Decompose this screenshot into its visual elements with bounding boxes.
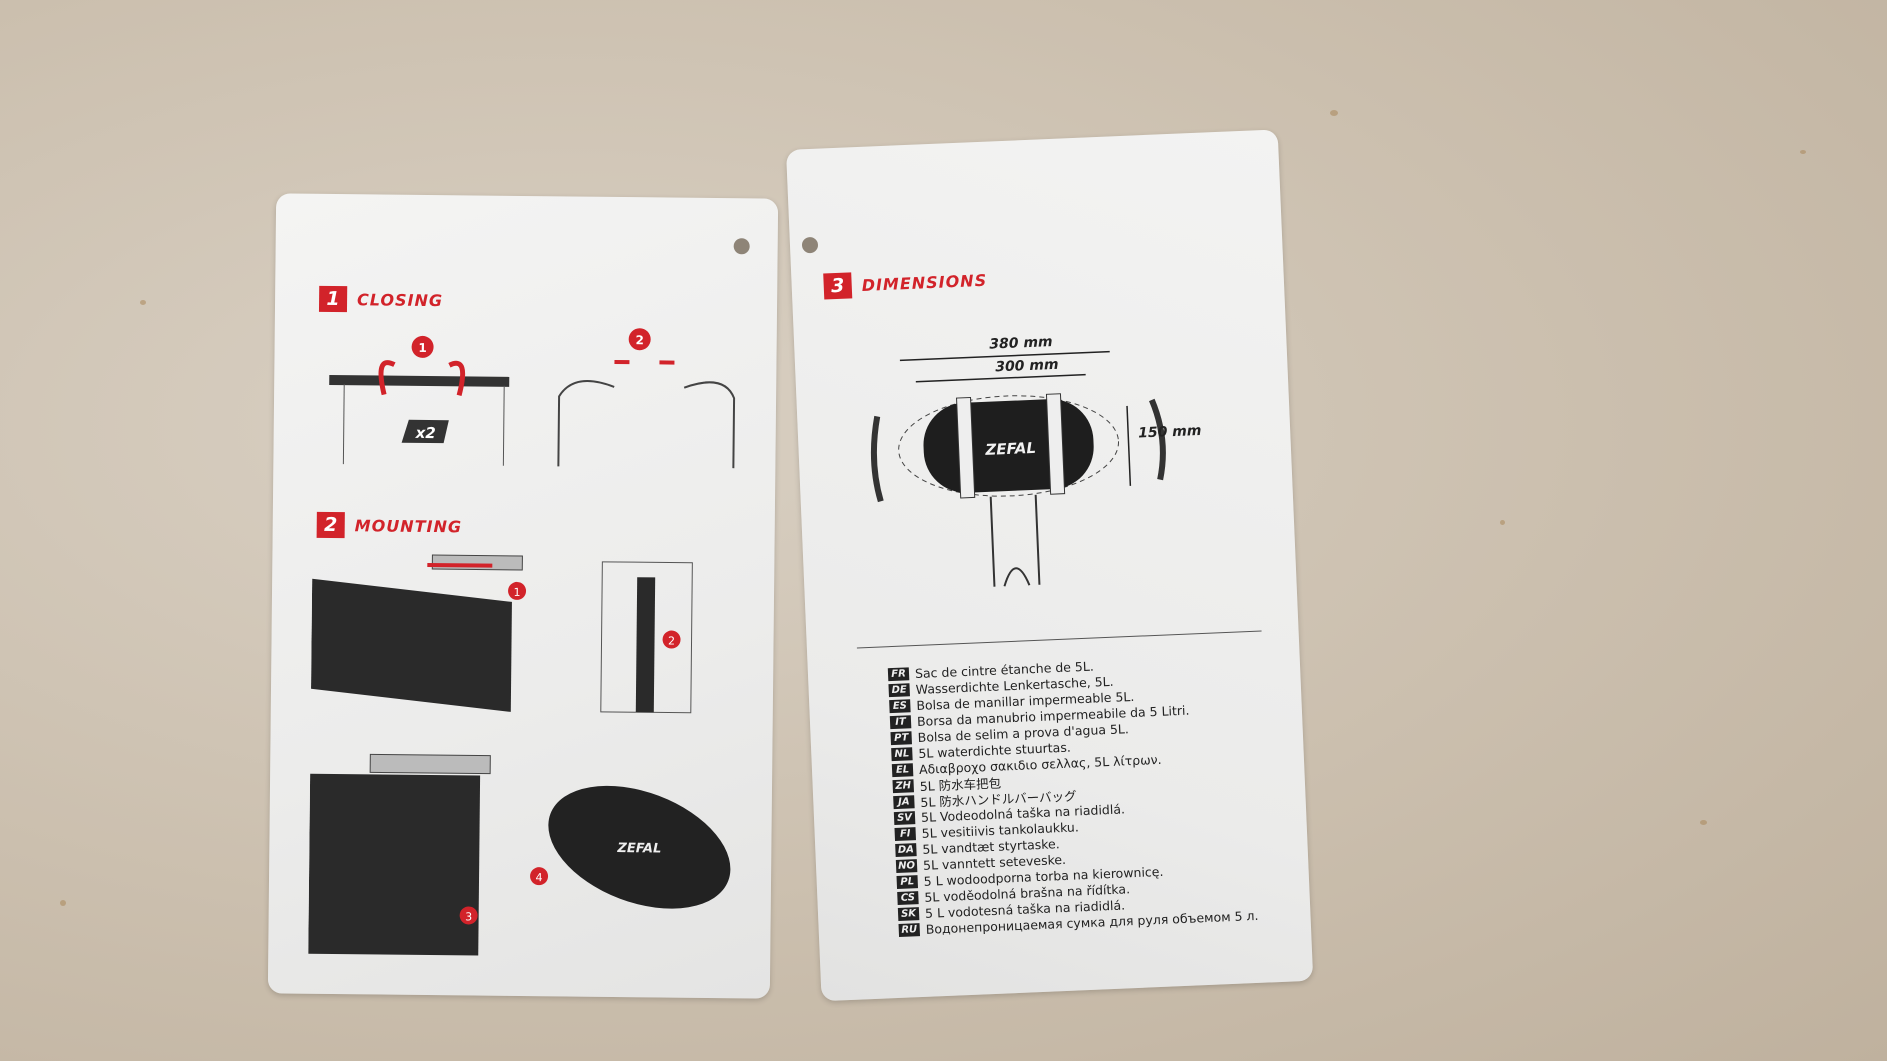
dimensions-diagram: ZEFAL: [870, 350, 1166, 587]
instruction-card-right: 3 DIMENSIONS ZEFAL 380 mm 300 mm 150 mm …: [786, 129, 1314, 1002]
svg-text:4: 4: [535, 871, 542, 884]
language-code: RU: [898, 922, 921, 937]
svg-text:2: 2: [635, 333, 644, 347]
language-code: ZH: [892, 778, 914, 793]
speck: [1500, 520, 1505, 525]
language-code: JA: [893, 794, 915, 809]
language-code: SK: [897, 906, 920, 921]
section-title: CLOSING: [356, 289, 444, 310]
language-code: DA: [895, 842, 917, 857]
dimensions-heading: 3 DIMENSIONS: [823, 267, 987, 300]
speck: [60, 900, 66, 906]
language-code: DE: [888, 682, 910, 697]
svg-text:3: 3: [465, 910, 472, 923]
mounting-illustration: 1 2 3 ZEFAL 4: [308, 554, 731, 956]
card-hole: [801, 236, 819, 254]
multiplier-label: x2: [415, 424, 436, 442]
language-code: ES: [889, 698, 911, 713]
step-number: 2: [316, 511, 345, 539]
speck: [1800, 150, 1806, 154]
language-code: IT: [889, 714, 912, 729]
svg-text:2: 2: [668, 635, 675, 648]
divider: [856, 630, 1262, 649]
bag-width-label: 300 mm: [994, 356, 1059, 376]
bag-brand: ZEFAL: [616, 841, 661, 856]
language-code: FR: [887, 666, 910, 681]
brand-logo: ZEFAL: [984, 439, 1036, 459]
language-code: FI: [894, 826, 916, 841]
speck: [1700, 820, 1707, 825]
speck: [140, 300, 146, 305]
closing-illustration: 1 x2 2: [329, 328, 736, 469]
speck: [1330, 110, 1338, 116]
language-code: NL: [891, 746, 913, 761]
language-code: CS: [897, 890, 919, 905]
mounting-heading: 2 MOUNTING: [316, 511, 463, 540]
total-width-label: 380 mm: [988, 334, 1053, 353]
step-marker: 1: [418, 341, 427, 355]
step-number: 3: [823, 272, 853, 300]
closing-heading: 1 CLOSING: [318, 285, 444, 313]
step-number: 1: [318, 285, 348, 313]
height-label: 150 mm: [1137, 422, 1202, 442]
language-code: PL: [896, 874, 919, 889]
section-title: MOUNTING: [354, 515, 463, 536]
language-code: NO: [895, 858, 918, 873]
language-code: EL: [891, 762, 914, 777]
instruction-card-left: 1 CLOSING 1 x2 2 2 MOUNTING 1 2 3 ZEFAL …: [267, 193, 779, 999]
svg-text:1: 1: [513, 586, 520, 599]
card-hole: [733, 238, 750, 255]
section-title: DIMENSIONS: [861, 270, 988, 295]
language-code: PT: [890, 730, 912, 745]
language-code: SV: [893, 810, 916, 825]
